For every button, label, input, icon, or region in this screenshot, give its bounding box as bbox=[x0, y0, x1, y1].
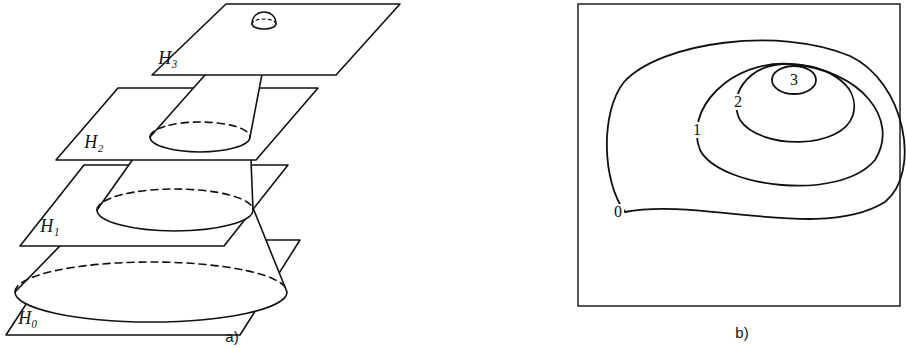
contour-line bbox=[736, 64, 854, 142]
panel-label: b) bbox=[735, 325, 748, 340]
hill-top bbox=[252, 12, 276, 29]
hidden-contour bbox=[150, 122, 250, 137]
panel-label: a) bbox=[225, 329, 238, 344]
contour-line bbox=[607, 40, 905, 219]
plane-label: H₂ bbox=[84, 133, 103, 151]
contour-number: 2 bbox=[732, 94, 744, 110]
contour-line bbox=[697, 64, 883, 186]
map-frame bbox=[578, 4, 900, 306]
plane-label: H₀ bbox=[18, 309, 37, 327]
contour-number: 1 bbox=[691, 122, 703, 138]
hidden-contour bbox=[97, 189, 253, 210]
plane-h3 bbox=[152, 4, 400, 75]
plane-label: H₃ bbox=[158, 49, 177, 67]
contour-number: 0 bbox=[612, 204, 624, 220]
hidden-contour bbox=[252, 19, 276, 24]
plane-label: H₁ bbox=[40, 217, 59, 235]
contour-line bbox=[772, 66, 816, 94]
hidden-contour bbox=[15, 262, 287, 292]
contour-number: 3 bbox=[788, 72, 800, 88]
